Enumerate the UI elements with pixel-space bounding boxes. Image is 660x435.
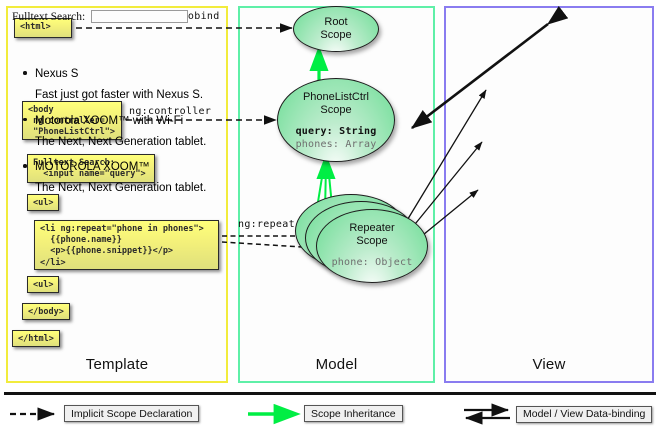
list-item: MOTOROLA XOOM™ The Next, Next Generation… [22, 159, 207, 198]
root-scope-title-2: Scope [320, 28, 352, 41]
column-label-view: View [532, 356, 566, 373]
column-label-model: Model [315, 356, 358, 373]
body-controller-box: <body ng:controller= "PhoneListCtrl"> [22, 101, 122, 140]
phone-name: Nexus S [35, 68, 79, 80]
body-close-box: </body> [22, 303, 70, 320]
phone-name: MOTOROLA XOOM™ [35, 161, 150, 173]
phonelistctrl-scope: PhoneListCtrl Scope query: String phones… [277, 78, 395, 162]
phonelistctrl-scope-title-2: Scope [320, 103, 352, 116]
phone-snippet: Fast just got faster with Nexus S. [35, 89, 204, 102]
legend-divider [4, 392, 656, 395]
repeater-scope-title-2: Scope [356, 234, 388, 247]
phone-name: Motorola XOOM™ with Wi-Fi [35, 114, 184, 127]
legend-label: Scope Inheritance [304, 405, 403, 422]
bullet-icon [23, 71, 27, 75]
legend-label: Implicit Scope Declaration [64, 405, 200, 422]
view-phone-list: Nexus S Fast just got faster with Nexus … [22, 66, 207, 206]
green-arrow-icon [248, 403, 301, 424]
phonelistctrl-prop-phones: phones: Array [295, 138, 377, 150]
legend: Implicit Scope Declaration Scope Inherit… [0, 392, 660, 435]
repeater-scope: Repeater Scope phone: Object [316, 209, 428, 283]
fulltext-search-box: Fulltext Search: <input name="query"> [27, 154, 155, 183]
ul-open-box: <ul> [27, 194, 59, 211]
repeater-prop-phone: phone: Object [331, 256, 413, 268]
html-close-box: </html> [12, 330, 60, 347]
phone-snippet: The Next, Next Generation tablet. [35, 135, 207, 148]
phonelistctrl-prop-query: query: String [295, 125, 377, 137]
column-label-template: Template [85, 356, 149, 373]
ul-close-box: <ul> [27, 276, 59, 293]
list-item: Motorola XOOM™ with Wi-Fi The Next, Next… [22, 113, 207, 152]
phonelistctrl-scope-title-1: PhoneListCtrl [302, 91, 370, 103]
root-scope: Root Scope [293, 6, 379, 52]
li-repeat-box: <li ng:repeat="phone in phones"> {{phone… [34, 220, 219, 270]
view-search-row: Fulltext Search: [12, 10, 198, 23]
legend-data-binding: Model / View Data-binding [462, 403, 653, 425]
column-view: View [444, 6, 654, 383]
legend-implicit-scope-declaration: Implicit Scope Declaration [8, 405, 200, 422]
list-item: Nexus S Fast just got faster with Nexus … [22, 66, 204, 105]
ng-repeat-label: ng:repeat [238, 219, 295, 230]
legend-scope-inheritance: Scope Inheritance [246, 403, 403, 424]
view-search-label: Fulltext Search: [12, 10, 86, 23]
search-input[interactable] [91, 10, 189, 23]
legend-label: Model / View Data-binding [516, 405, 653, 423]
repeater-scope-title-1: Repeater [349, 222, 395, 234]
html-open-box: <html> [14, 18, 72, 38]
bullet-icon [23, 164, 27, 168]
phone-snippet: The Next, Next Generation tablet. [35, 182, 207, 195]
ng-controller-label: ng:controller [129, 106, 212, 117]
view-content: Fulltext Search: [12, 10, 198, 27]
bullet-icon [23, 117, 27, 121]
dashed-arrow-icon [10, 406, 56, 421]
root-scope-title-1: Root [324, 16, 348, 28]
double-arrow-icon [464, 403, 510, 425]
